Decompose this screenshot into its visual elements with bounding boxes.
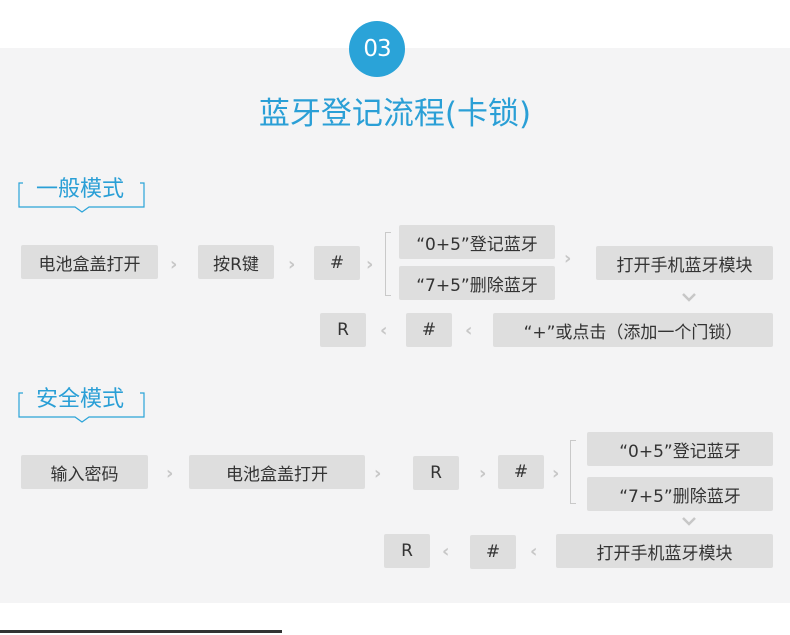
arrow-left-icon: ‹: [380, 320, 388, 341]
page-title: 蓝牙登记流程(卡锁): [258, 96, 532, 132]
step-open-phone-bluetooth: 打开手机蓝牙模块: [596, 246, 773, 280]
step-open-battery-cover: 电池盒盖打开: [189, 455, 365, 489]
arrow-right-icon: ›: [170, 254, 178, 275]
option-delete-bluetooth: “7+5”删除蓝牙: [399, 266, 555, 300]
arrow-right-icon: ›: [479, 463, 487, 484]
arrow-left-icon: ‹: [465, 320, 473, 341]
arrow-down-icon: [682, 517, 696, 526]
step-press-r: 按R键: [198, 245, 274, 279]
arrow-right-icon: ›: [166, 463, 174, 484]
step-open-battery-cover: 电池盒盖打开: [21, 245, 158, 279]
arrow-right-icon: ›: [564, 248, 572, 269]
options-brace: [385, 232, 391, 296]
step-hash: #: [406, 313, 452, 347]
step-badge: 03: [349, 21, 405, 77]
step-r: R: [413, 456, 459, 490]
step-hash: #: [314, 246, 360, 280]
section-bracket-safe: [18, 392, 145, 423]
option-delete-bluetooth: “7+5”删除蓝牙: [587, 477, 773, 511]
step-r: R: [320, 313, 366, 347]
option-register-bluetooth: “0+5”登记蓝牙: [399, 225, 555, 259]
step-enter-password: 输入密码: [21, 455, 148, 489]
step-hash: #: [498, 455, 544, 489]
arrow-right-icon: ›: [288, 254, 296, 275]
step-add-lock: “+”或点击（添加一个门锁）: [493, 313, 773, 347]
arrow-right-icon: ›: [374, 463, 382, 484]
arrow-down-icon: [682, 293, 696, 302]
arrow-left-icon: ‹: [442, 541, 450, 562]
step-open-phone-bluetooth: 打开手机蓝牙模块: [556, 534, 773, 568]
arrow-right-icon: ›: [366, 254, 374, 275]
option-register-bluetooth: “0+5”登记蓝牙: [587, 432, 773, 466]
step-hash: #: [470, 535, 516, 569]
section-label-safe: 安全模式: [36, 387, 125, 412]
arrow-right-icon: ›: [552, 463, 560, 484]
bottom-divider: [0, 630, 282, 633]
options-brace: [570, 440, 576, 504]
section-bracket-general: [18, 182, 145, 213]
arrow-left-icon: ‹: [530, 541, 538, 562]
step-r: R: [384, 534, 430, 568]
section-label-general: 一般模式: [36, 177, 125, 202]
